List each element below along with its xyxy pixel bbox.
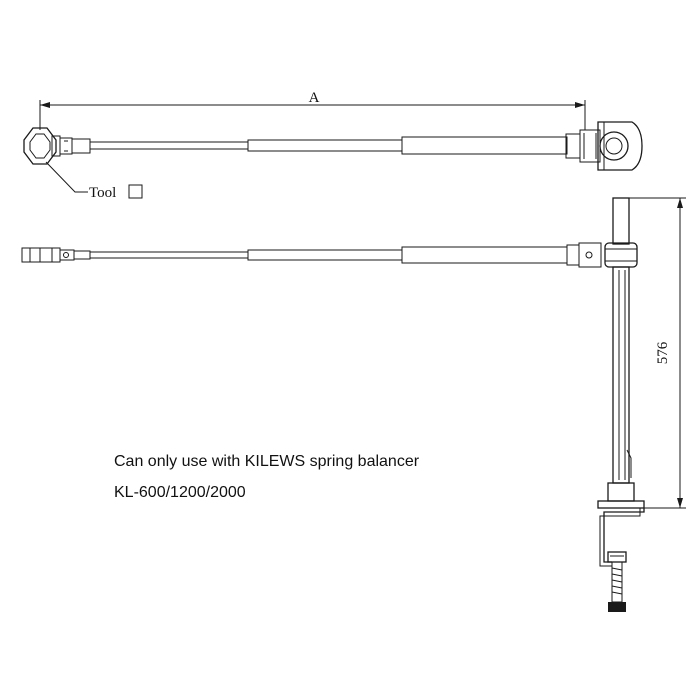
screw-knob: [608, 602, 626, 612]
top-tube-large: [401, 136, 568, 155]
front-tube-small: [89, 251, 249, 259]
model-numbers: KL-600/1200/2000: [114, 484, 246, 501]
dimension-576-label: 576: [655, 341, 671, 364]
compatibility-note: Can only use with KILEWS spring balancer: [114, 453, 420, 470]
dimension-a: A: [39, 90, 586, 130]
top-tube-medium: [247, 139, 403, 152]
front-view-arm: 576: [21, 197, 686, 612]
top-tube-small: [89, 141, 249, 150]
tool-holder: [23, 127, 91, 165]
vertical-column: [612, 197, 632, 484]
front-pivot-joint: [566, 242, 638, 268]
front-tube-large: [401, 246, 568, 264]
front-tube-medium: [247, 249, 403, 261]
tool-checkbox: [128, 184, 143, 199]
tool-callout: Tool: [45, 161, 143, 201]
front-tool-end: [21, 247, 91, 263]
top-pivot-head: [565, 121, 643, 171]
dimension-576: 576: [629, 197, 686, 509]
top-view-arm: A Tool: [23, 90, 643, 201]
dimension-a-label: A: [309, 90, 320, 106]
tool-label: Tool: [89, 185, 116, 201]
table-clamp: [597, 482, 645, 612]
